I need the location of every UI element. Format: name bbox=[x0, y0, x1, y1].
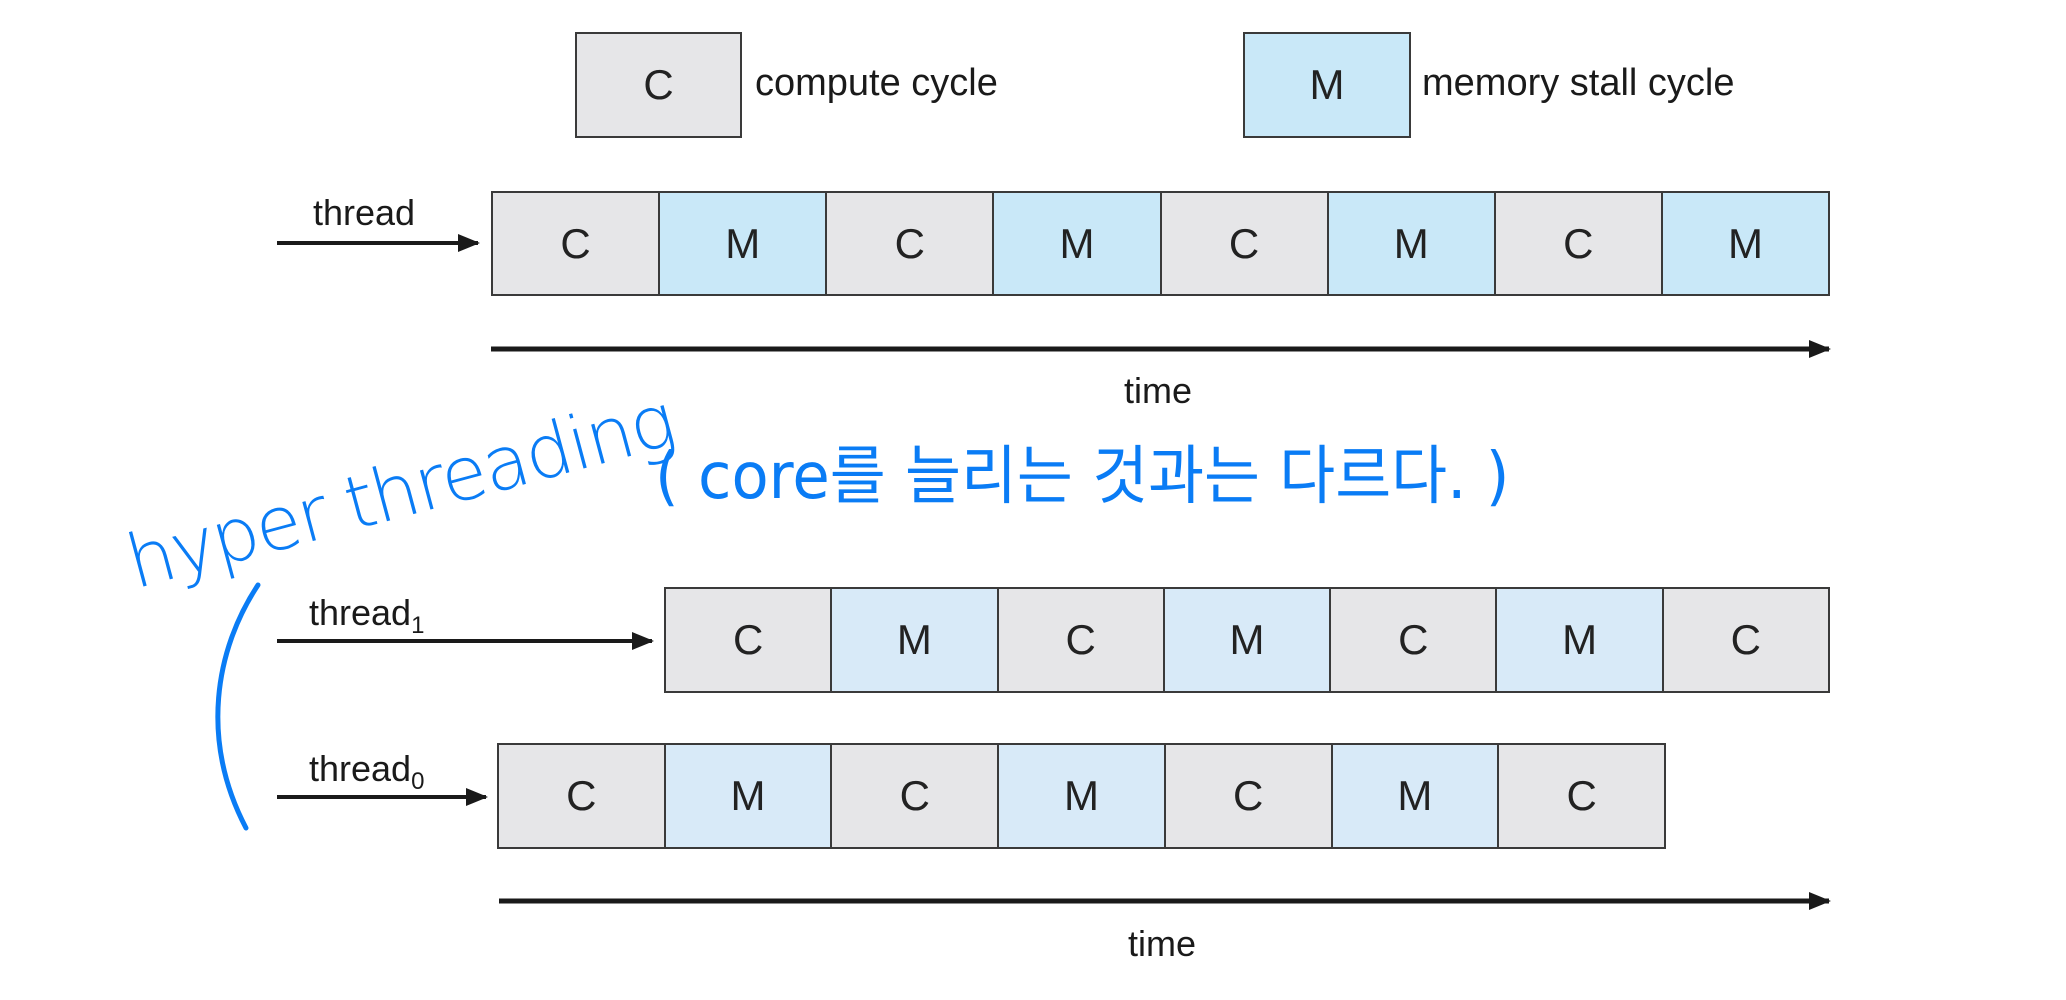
thread-cycle-symbol: C bbox=[560, 219, 591, 267]
thread-cycle-symbol: C bbox=[1563, 219, 1594, 267]
thread1-cycle-memory-stall: M bbox=[1495, 587, 1664, 693]
thread-cycle-compute: C bbox=[491, 191, 661, 296]
thread-cycle-memory-stall: M bbox=[1660, 191, 1830, 296]
thread1-cycle-symbol: M bbox=[1229, 616, 1265, 663]
thread0-subscript: 0 bbox=[411, 768, 425, 795]
thread0-cycle-memory-stall: M bbox=[1330, 743, 1500, 849]
thread0-cycle-symbol: C bbox=[1233, 772, 1264, 819]
thread1-cycle-symbol: C bbox=[1730, 616, 1762, 663]
thread0-cycle-symbol: M bbox=[1397, 772, 1433, 819]
thread0-label: thread0 bbox=[309, 748, 424, 796]
thread-cycle-symbol: M bbox=[1727, 219, 1763, 267]
thread1-cycle-compute: C bbox=[1329, 587, 1498, 693]
handwritten-title: hyper threading bbox=[117, 377, 683, 606]
thread-cycle-symbol: C bbox=[894, 219, 925, 267]
thread-cycle-compute: C bbox=[1159, 191, 1329, 296]
thread0-cycle-compute: C bbox=[1497, 743, 1666, 849]
thread0-cycle-symbol: M bbox=[1063, 772, 1099, 819]
thread1-label-text: thread bbox=[309, 592, 412, 633]
legend-compute-symbol: C bbox=[643, 61, 674, 108]
legend-compute-label: compute cycle bbox=[755, 62, 998, 104]
thread1-cycle-symbol: M bbox=[896, 616, 932, 663]
thread0-cycle-symbol: C bbox=[566, 772, 597, 819]
thread0-label-text: thread bbox=[309, 748, 412, 789]
thread0-cycle-compute: C bbox=[830, 743, 1000, 849]
thread-cycle-memory-stall: M bbox=[1326, 191, 1496, 296]
thread-label-text: thread bbox=[313, 192, 416, 233]
thread0-cycle-symbol: C bbox=[899, 772, 930, 819]
thread1-cycle-memory-stall: M bbox=[830, 587, 999, 693]
thread-cycle-symbol: C bbox=[1228, 219, 1260, 267]
thread0-cycle-symbol: C bbox=[1566, 772, 1597, 819]
thread0-cycle-symbol: M bbox=[730, 772, 766, 819]
thread1-cycle-compute: C bbox=[996, 587, 1165, 693]
thread0-cycle-memory-stall: M bbox=[997, 743, 1166, 849]
thread-cycle-compute: C bbox=[825, 191, 995, 296]
thread1-cycle-memory-stall: M bbox=[1162, 587, 1332, 693]
thread1-cycle-compute: C bbox=[1661, 587, 1830, 693]
thread1-cycle-symbol: C bbox=[1398, 616, 1429, 663]
thread1-cycle-symbol: C bbox=[732, 616, 764, 663]
time-axis-label-bottom: time bbox=[1127, 923, 1196, 964]
thread1-cycle-symbol: C bbox=[1065, 616, 1096, 663]
legend-memory-symbol: M bbox=[1309, 61, 1345, 108]
legend-compute-box: C bbox=[575, 32, 742, 138]
thread-cycle-memory-stall: M bbox=[658, 191, 828, 296]
legend-memory-box: M bbox=[1243, 32, 1411, 138]
thread-cycle-symbol: M bbox=[725, 219, 761, 267]
thread-cycle-compute: C bbox=[1493, 191, 1663, 296]
time-axis-label-top: time bbox=[1123, 370, 1192, 411]
handwritten-bracket bbox=[215, 582, 261, 831]
thread-cycle-symbol: M bbox=[1059, 219, 1095, 267]
thread0-cycle-memory-stall: M bbox=[663, 743, 833, 849]
thread1-subscript: 1 bbox=[411, 612, 425, 639]
thread1-cycle-compute: C bbox=[664, 587, 833, 693]
thread1-label: thread1 bbox=[309, 592, 424, 640]
thread-cycle-memory-stall: M bbox=[992, 191, 1162, 296]
thread0-cycle-compute: C bbox=[497, 743, 666, 849]
thread1-cycle-symbol: M bbox=[1562, 616, 1598, 663]
legend-memory-label: memory stall cycle bbox=[1422, 62, 1735, 104]
thread0-cycle-compute: C bbox=[1163, 743, 1333, 849]
thread-cycle-symbol: M bbox=[1393, 219, 1429, 267]
thread-label: thread bbox=[313, 192, 415, 234]
handwritten-note: ( core를 늘리는 것과는 다르다. ) bbox=[655, 440, 1510, 514]
